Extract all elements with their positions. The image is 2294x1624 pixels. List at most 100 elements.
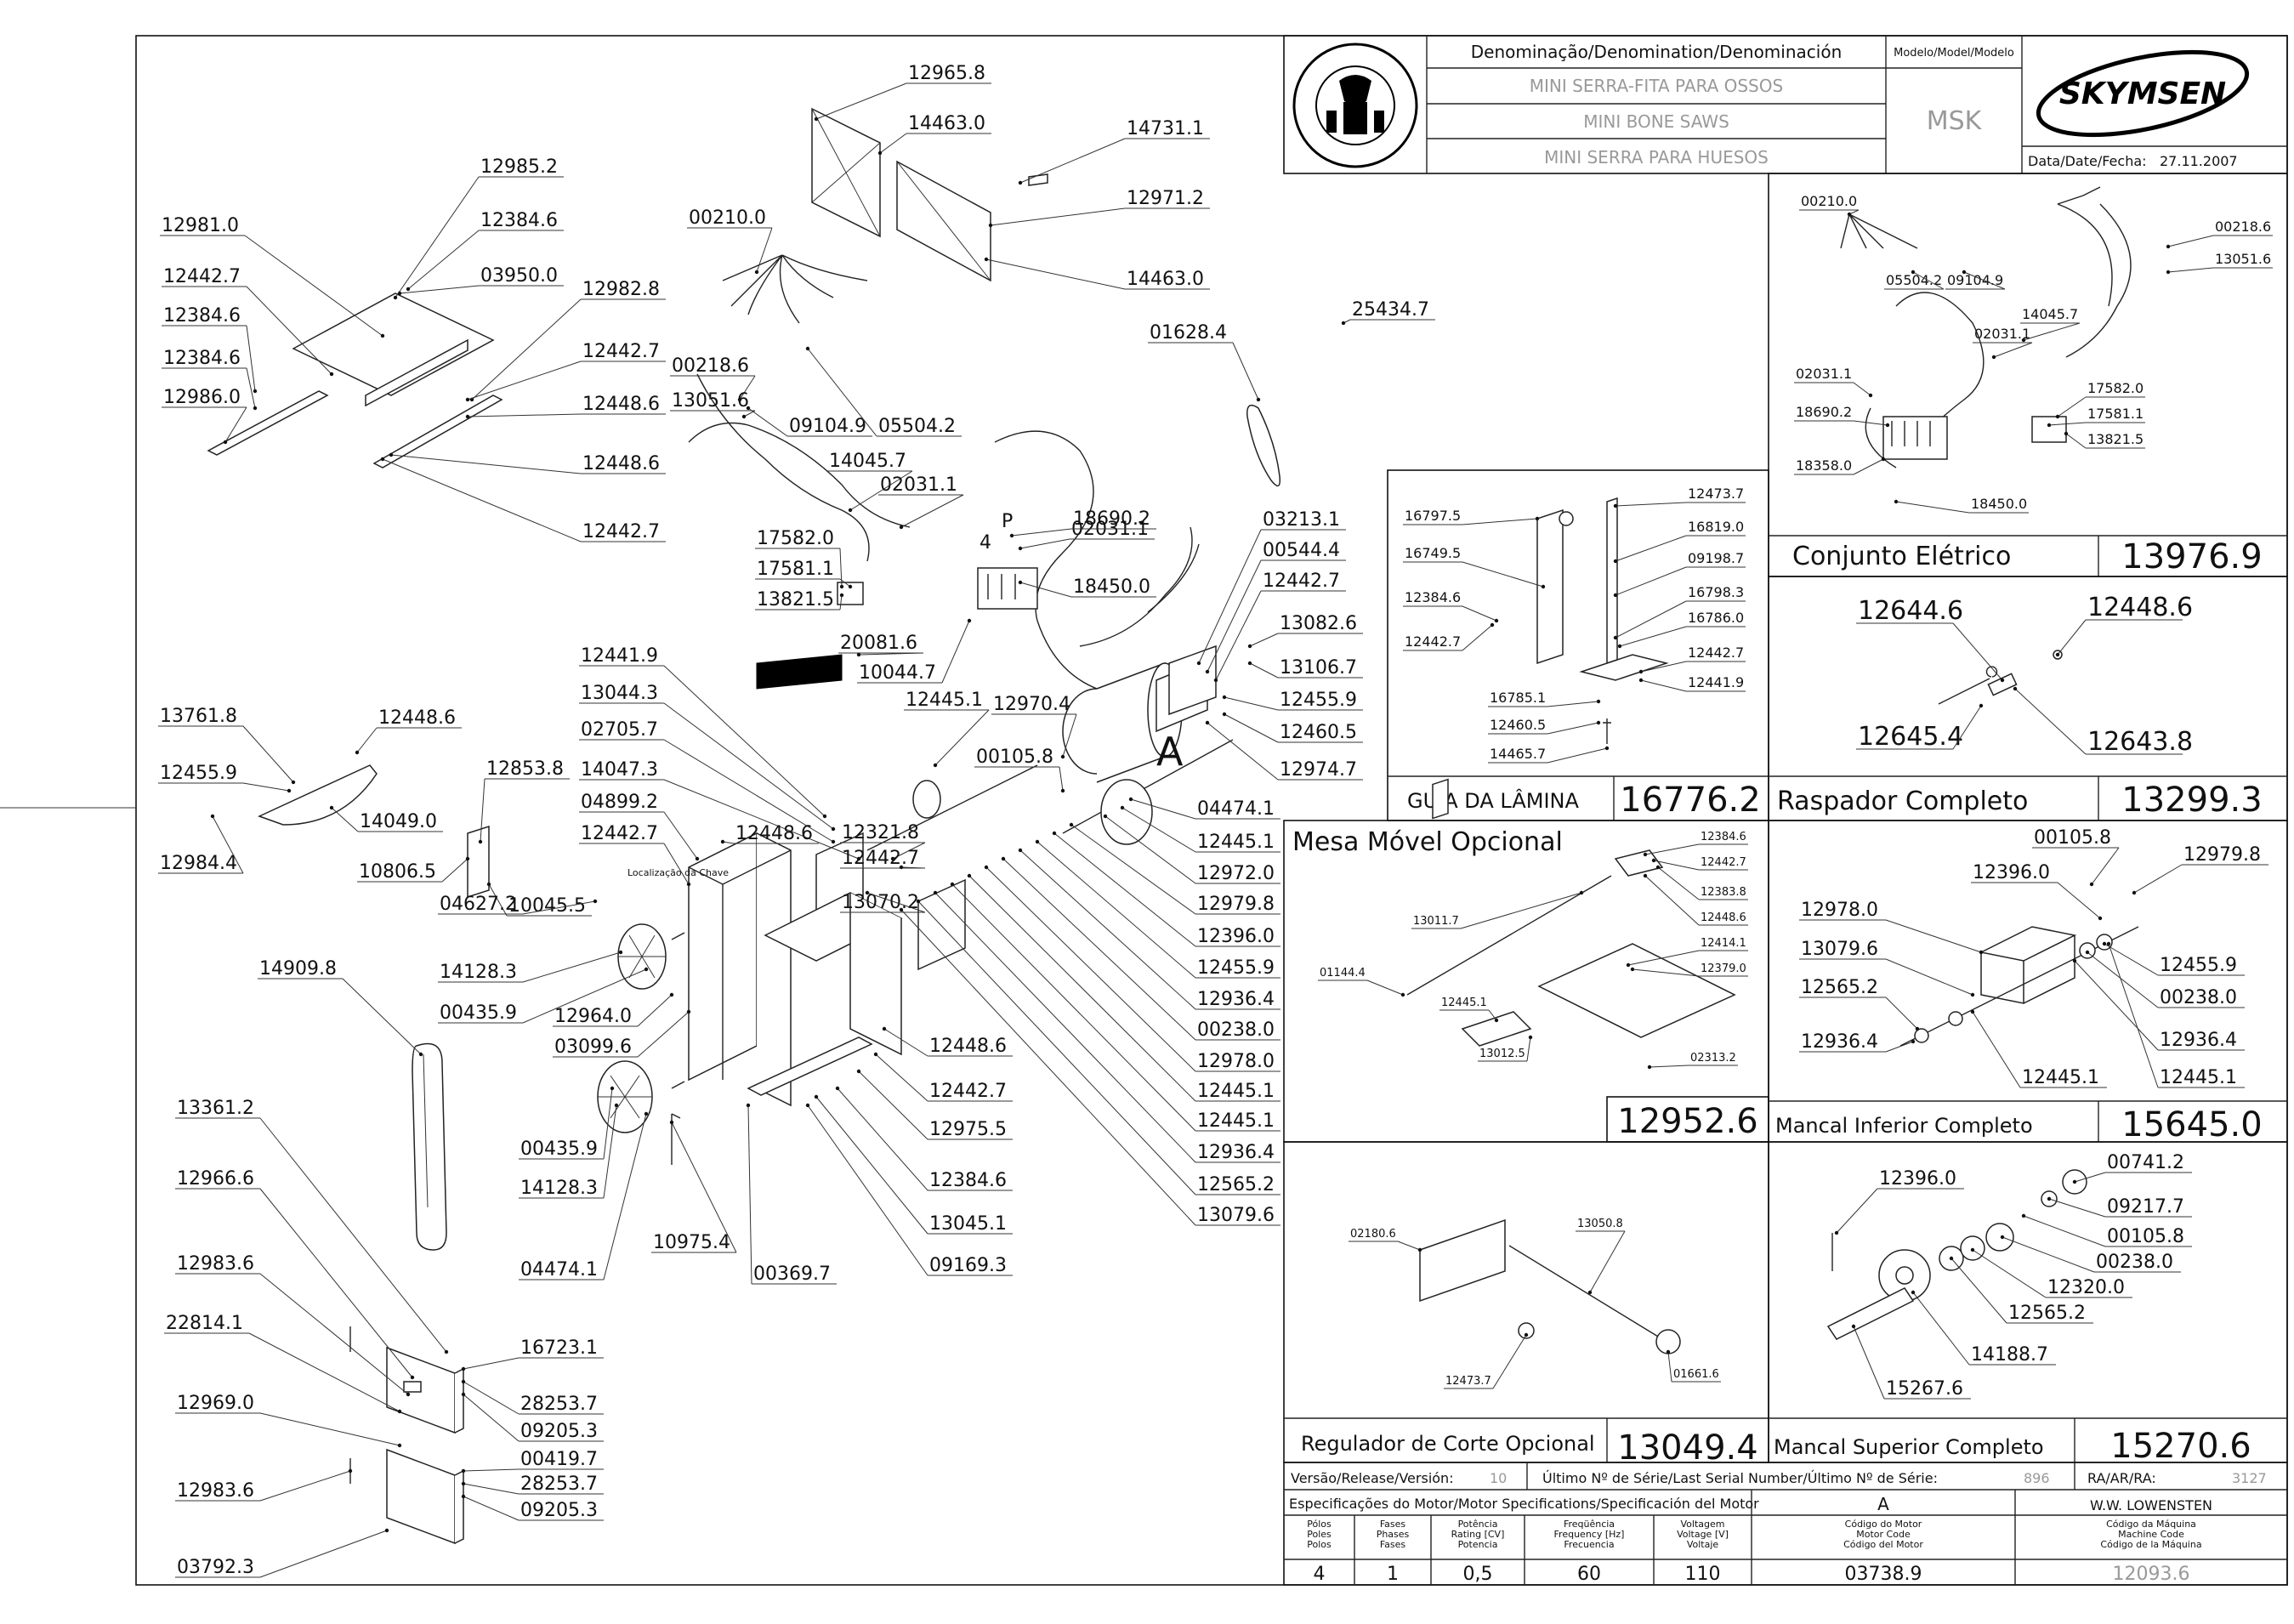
callout-main: 00544.4 bbox=[1205, 540, 1346, 674]
callout-main: 12442.7 bbox=[873, 1052, 1013, 1102]
part-number: 04627.2 bbox=[440, 894, 517, 915]
callout-mesa: 12414.1 bbox=[1626, 937, 1748, 968]
column-header: Código da Máquina bbox=[2106, 1519, 2196, 1530]
part-number: 09169.3 bbox=[929, 1255, 1007, 1276]
callout-main: 03792.3 bbox=[175, 1528, 389, 1578]
part-number: 25434.7 bbox=[1352, 299, 1429, 321]
part-number: 12966.6 bbox=[177, 1168, 254, 1190]
raspador-code: 13299.3 bbox=[2121, 781, 2262, 820]
part-number: 13821.5 bbox=[2087, 431, 2144, 447]
callout-main: 13361.2 bbox=[175, 1098, 449, 1354]
callout-eletrico: 18690.2 bbox=[1794, 404, 1890, 428]
part-number: 12936.4 bbox=[1801, 1031, 1878, 1053]
part-number: 14188.7 bbox=[1971, 1344, 2048, 1366]
column-header: Poles bbox=[1307, 1529, 1332, 1540]
part-number: 00419.7 bbox=[520, 1449, 598, 1470]
callout-main: 04627.2 bbox=[438, 894, 598, 915]
part-number: 16786.0 bbox=[1688, 610, 1744, 626]
part-number: 12442.7 bbox=[163, 266, 241, 287]
part-number: 14128.3 bbox=[520, 1178, 598, 1199]
callout-main: 10975.4 bbox=[651, 1120, 737, 1253]
part-number: 04899.2 bbox=[581, 792, 658, 813]
column-value: 1 bbox=[1387, 1564, 1399, 1585]
callout-main: 12442.7 bbox=[162, 266, 334, 377]
callout-main: 12985.2 bbox=[393, 156, 564, 300]
callout-main: 13821.5 bbox=[755, 589, 844, 610]
callout-mancal-superior: 12320.0 bbox=[1970, 1247, 2132, 1298]
callout-main: 12448.6 bbox=[720, 823, 819, 844]
callout-main: 13761.8 bbox=[158, 706, 296, 785]
callout-mesa: 12445.1 bbox=[1439, 997, 1499, 1023]
callout-guia: 16749.5 bbox=[1403, 545, 1546, 589]
model-code: MSK bbox=[1927, 106, 1983, 136]
part-number: 00105.8 bbox=[2034, 827, 2111, 849]
callout-eletrico: 18358.0 bbox=[1794, 457, 1886, 475]
panel-mesa-movel: Mesa Móvel Opcional 12952.6 12384.612442… bbox=[1283, 820, 1769, 1143]
part-number: 12970.4 bbox=[993, 694, 1070, 715]
column-header: Potência bbox=[1458, 1519, 1498, 1530]
column-header: Frequency [Hz] bbox=[1554, 1529, 1625, 1540]
callout-eletrico: 13821.5 bbox=[2064, 431, 2145, 449]
callout-mancal-inferior: 12979.8 bbox=[2132, 844, 2268, 895]
part-number: 00741.2 bbox=[2107, 1152, 2184, 1173]
switch-location-note: Localização da Chave bbox=[627, 867, 729, 878]
column-header: Código de la Máquina bbox=[2100, 1539, 2201, 1550]
part-number: 14909.8 bbox=[259, 958, 337, 980]
ra-label: RA/AR/RA: bbox=[2087, 1470, 2156, 1486]
callout-main: 12384.6 bbox=[162, 305, 258, 394]
part-number: 10044.7 bbox=[859, 662, 936, 684]
part-number: 12379.0 bbox=[1701, 962, 1746, 975]
part-number: 12565.2 bbox=[2008, 1303, 2086, 1324]
column-header: Voltage [V] bbox=[1677, 1529, 1729, 1540]
part-number: 12442.7 bbox=[582, 341, 660, 362]
callout-main: 10044.7 bbox=[857, 618, 972, 684]
callout-guia: 16798.3 bbox=[1613, 584, 1746, 640]
authorized-service-seal bbox=[1292, 43, 1418, 168]
name-en: MINI BONE SAWS bbox=[1583, 111, 1729, 132]
callout-main: 12321.8 bbox=[840, 822, 926, 861]
callout-mancal-superior: 00105.8 bbox=[2021, 1213, 2192, 1247]
callout-main: 12983.6 bbox=[175, 1253, 411, 1397]
part-number: 03213.1 bbox=[1263, 509, 1340, 531]
callout-mancal-superior: 15267.6 bbox=[1851, 1324, 1971, 1400]
part-number: 13079.6 bbox=[1197, 1205, 1275, 1226]
callout-main: 00210.0 bbox=[687, 207, 773, 275]
callout-eletrico: 09104.9 bbox=[1945, 270, 2006, 290]
column-header: Phases bbox=[1377, 1529, 1410, 1540]
part-number: 12442.7 bbox=[1688, 644, 1744, 661]
regulador-code: 13049.4 bbox=[1617, 1428, 1757, 1468]
callout-main: 00218.6 bbox=[670, 355, 756, 402]
callout-eletrico: 14045.7 bbox=[2020, 306, 2081, 343]
column-header: Fases bbox=[1380, 1539, 1406, 1550]
part-number: 16785.1 bbox=[1490, 690, 1546, 706]
callout-eletrico: 17581.1 bbox=[2047, 406, 2145, 428]
callout-regulador: 12473.7 bbox=[1444, 1332, 1529, 1389]
name-es: MINI SERRA PARA HUESOS bbox=[1544, 147, 1769, 168]
part-number: 16723.1 bbox=[520, 1337, 598, 1359]
callout-main: 14045.7 bbox=[827, 451, 913, 513]
callout-main: 13044.3 bbox=[579, 683, 836, 832]
mancal-superior-code: 15270.6 bbox=[2110, 1427, 2251, 1466]
callout-main: 25434.7 bbox=[1341, 299, 1435, 326]
part-number: 16797.5 bbox=[1405, 508, 1461, 524]
part-number: 12442.7 bbox=[1701, 856, 1746, 869]
callout-main: 18450.0 bbox=[1018, 576, 1156, 598]
part-number: 03792.3 bbox=[177, 1557, 254, 1578]
p-marker: P bbox=[1002, 511, 1013, 532]
part-number: 20081.6 bbox=[840, 633, 917, 654]
date-value: 27.11.2007 bbox=[2160, 153, 2238, 169]
callout-main: 28253.7 bbox=[461, 1379, 604, 1415]
column-value: 110 bbox=[1685, 1564, 1721, 1585]
part-number: 12455.9 bbox=[2160, 955, 2237, 976]
part-number: 13051.6 bbox=[2215, 251, 2271, 267]
callout-main: 12853.8 bbox=[478, 758, 570, 844]
callout-main: 12442.7 bbox=[1213, 571, 1346, 683]
part-number: 12965.8 bbox=[908, 63, 985, 84]
callout-main: 28253.7 bbox=[461, 1474, 604, 1495]
callout-mancal-inferior: 12455.9 bbox=[2102, 941, 2245, 976]
part-number: 09198.7 bbox=[1688, 550, 1744, 566]
part-number: 14047.3 bbox=[581, 759, 658, 781]
callout-main: 12983.6 bbox=[175, 1468, 353, 1502]
callout-main: 14047.3 bbox=[579, 759, 861, 861]
